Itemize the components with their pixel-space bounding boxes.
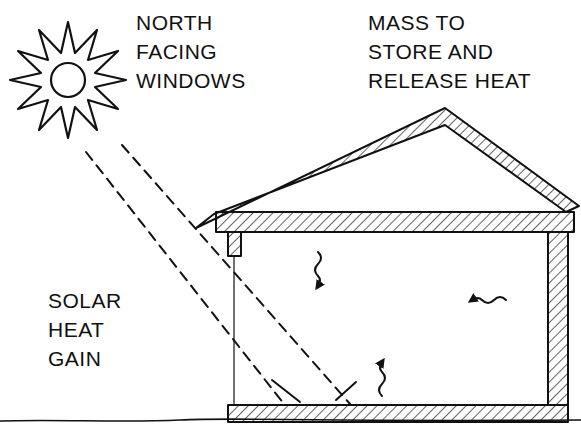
wall-stub xyxy=(228,232,241,256)
window-glass xyxy=(233,256,234,405)
heat-mark xyxy=(272,380,300,402)
sketch-label: NORTH FACING WINDOWS xyxy=(136,8,266,95)
roof xyxy=(196,108,579,228)
sketch-label: MASS TO STORE AND RELEASE HEAT xyxy=(368,8,540,95)
ceiling-slab xyxy=(216,212,574,232)
sun-rays xyxy=(10,22,126,138)
sun-ray xyxy=(122,145,350,404)
sun-disc xyxy=(51,63,85,97)
heat-arrow xyxy=(315,252,321,286)
heat-mark xyxy=(336,382,356,400)
floor-slab xyxy=(228,405,568,422)
heat-arrow xyxy=(472,297,506,303)
right-wall xyxy=(548,232,568,405)
sun-ray xyxy=(86,152,284,404)
sketch-label: SOLAR HEAT GAIN xyxy=(48,286,133,373)
heat-arrow xyxy=(379,362,385,396)
